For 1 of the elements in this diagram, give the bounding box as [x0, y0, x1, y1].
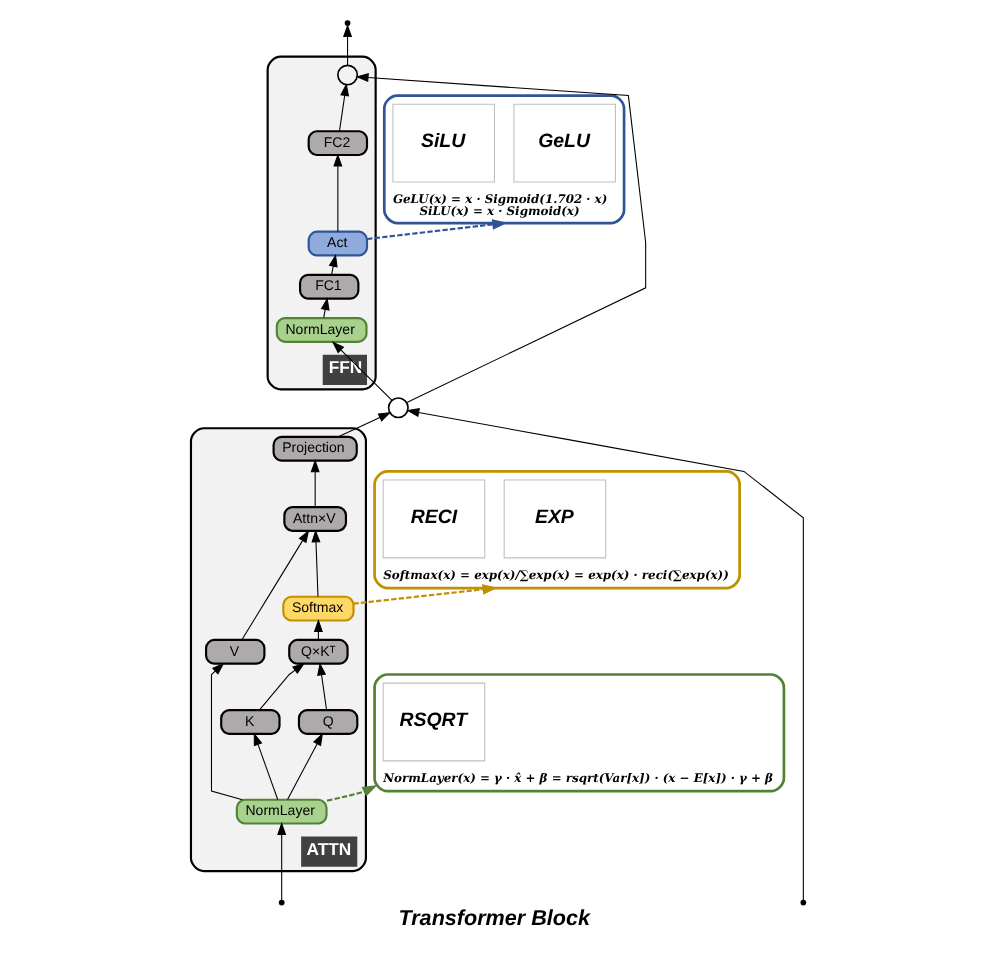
caption: Transformer Block	[398, 907, 591, 932]
